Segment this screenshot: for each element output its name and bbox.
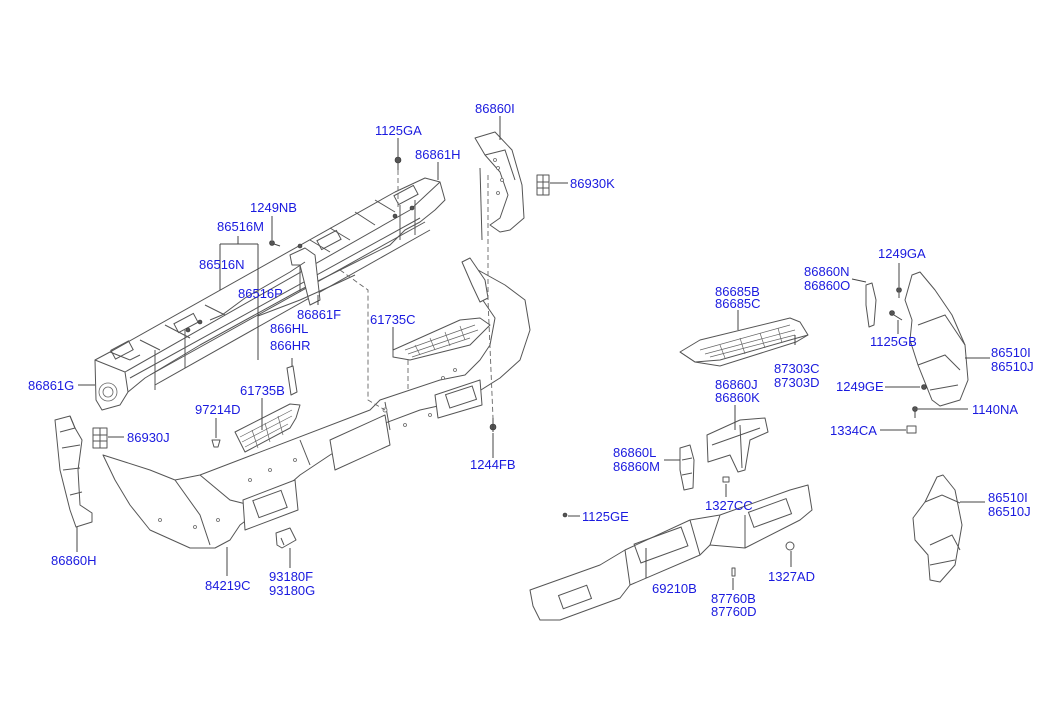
- label-86860N[interactable]: 86860N: [804, 264, 850, 279]
- label-86860J[interactable]: 86860J: [715, 377, 758, 392]
- bracket-86930J[interactable]: [92, 427, 108, 449]
- label-1334CA[interactable]: 1334CA: [830, 423, 877, 438]
- label-86930K[interactable]: 86930K: [570, 176, 615, 191]
- nut-1334CA[interactable]: [906, 425, 917, 434]
- label-86860M[interactable]: 86860M: [613, 459, 660, 474]
- bolt-1125GE[interactable]: [562, 512, 568, 518]
- label-1249NB[interactable]: 1249NB: [250, 200, 297, 215]
- label-84219C[interactable]: 84219C: [205, 578, 251, 593]
- label-1327CC[interactable]: 1327CC: [705, 498, 753, 513]
- label-93180G[interactable]: 93180G: [269, 583, 315, 598]
- trim-866HL[interactable]: [286, 365, 298, 396]
- label-86510J-lower[interactable]: 86510J: [988, 504, 1031, 519]
- bolt-1140NA[interactable]: [912, 406, 918, 419]
- bolt-1125GB[interactable]: [889, 310, 903, 321]
- label-86516M[interactable]: 86516M: [217, 219, 264, 234]
- bracket-86516N[interactable]: [209, 261, 306, 321]
- label-1249GA[interactable]: 1249GA: [878, 246, 926, 261]
- step-pad-61735C[interactable]: [392, 317, 491, 361]
- label-86860L[interactable]: 86860L: [613, 445, 656, 460]
- bolt-1244FB[interactable]: [489, 418, 497, 432]
- label-866HR[interactable]: 866HR: [270, 338, 310, 353]
- label-97214D[interactable]: 97214D: [195, 402, 241, 417]
- bolt-1249GA[interactable]: [896, 287, 902, 299]
- part-labels: 1125GA 86861H 86860I 86930K 1249NB 86516…: [28, 101, 1034, 619]
- label-87760B[interactable]: 87760B: [711, 591, 756, 606]
- label-86860H[interactable]: 86860H: [51, 553, 97, 568]
- label-86685C[interactable]: 86685C: [715, 296, 761, 311]
- side-bumper-86510I-upper[interactable]: [904, 271, 969, 407]
- label-86861H[interactable]: 86861H: [415, 147, 461, 162]
- bumper-beam-86861[interactable]: [94, 177, 446, 411]
- leader-lines: [76, 116, 990, 590]
- step-plate-86685B[interactable]: [679, 317, 809, 367]
- bracket-86930K[interactable]: [536, 174, 550, 196]
- bolt-1125GA[interactable]: [394, 156, 402, 170]
- stay-86860I[interactable]: [474, 131, 525, 241]
- label-61735C[interactable]: 61735C: [370, 312, 416, 327]
- bumper-cover-84219C[interactable]: [102, 257, 531, 549]
- stay-86860H[interactable]: [54, 415, 93, 528]
- label-1249GE[interactable]: 1249GE: [836, 379, 884, 394]
- bracket-86516P[interactable]: [257, 274, 356, 317]
- label-86516P[interactable]: 86516P: [238, 286, 283, 301]
- label-1125GB[interactable]: 1125GB: [870, 334, 917, 349]
- nut-1327CC[interactable]: [722, 476, 730, 483]
- label-86930J[interactable]: 86930J: [127, 430, 170, 445]
- label-69210B[interactable]: 69210B: [652, 581, 697, 596]
- label-86516N[interactable]: 86516N: [199, 257, 245, 272]
- label-87760D[interactable]: 87760D: [711, 604, 757, 619]
- alignment-line: [339, 269, 386, 411]
- clip-97214D[interactable]: [211, 439, 221, 448]
- label-61735B[interactable]: 61735B: [240, 383, 285, 398]
- bracket-86860J[interactable]: [706, 417, 769, 473]
- label-86860K[interactable]: 86860K: [715, 390, 760, 405]
- bolt-1249GE[interactable]: [921, 384, 927, 390]
- label-86861G[interactable]: 86861G: [28, 378, 74, 393]
- crossmember-69210B[interactable]: [529, 484, 813, 621]
- nut-1327AD[interactable]: [785, 541, 795, 551]
- label-86861F[interactable]: 86861F: [297, 307, 341, 322]
- alignment-line: [487, 175, 494, 419]
- bracket-93180F[interactable]: [275, 527, 297, 549]
- label-1125GA[interactable]: 1125GA: [375, 123, 422, 138]
- label-1140NA[interactable]: 1140NA: [972, 402, 1018, 417]
- label-1327AD[interactable]: 1327AD: [768, 569, 815, 584]
- label-1125GE[interactable]: 1125GE: [582, 509, 629, 524]
- label-86685B[interactable]: 86685B: [715, 284, 760, 299]
- label-866HL[interactable]: 866HL: [270, 321, 308, 336]
- label-86860O[interactable]: 86860O: [804, 278, 850, 293]
- label-86860I[interactable]: 86860I: [475, 101, 515, 116]
- label-93180F[interactable]: 93180F: [269, 569, 313, 584]
- bolt-1249NB[interactable]: [269, 240, 281, 247]
- label-87303C[interactable]: 87303C: [774, 361, 820, 376]
- label-86510I-lower[interactable]: 86510I: [988, 490, 1028, 505]
- label-87303D[interactable]: 87303D: [774, 375, 820, 390]
- stud-87760B[interactable]: [731, 567, 736, 577]
- stay-86860N[interactable]: [865, 282, 877, 328]
- side-bumper-86510I-lower[interactable]: [912, 474, 963, 583]
- label-86510J-upper[interactable]: 86510J: [991, 359, 1034, 374]
- label-1244FB[interactable]: 1244FB: [470, 457, 516, 472]
- bracket-86860L[interactable]: [679, 444, 695, 491]
- label-86510I-upper[interactable]: 86510I: [991, 345, 1031, 360]
- step-pad-61735B[interactable]: [234, 403, 301, 453]
